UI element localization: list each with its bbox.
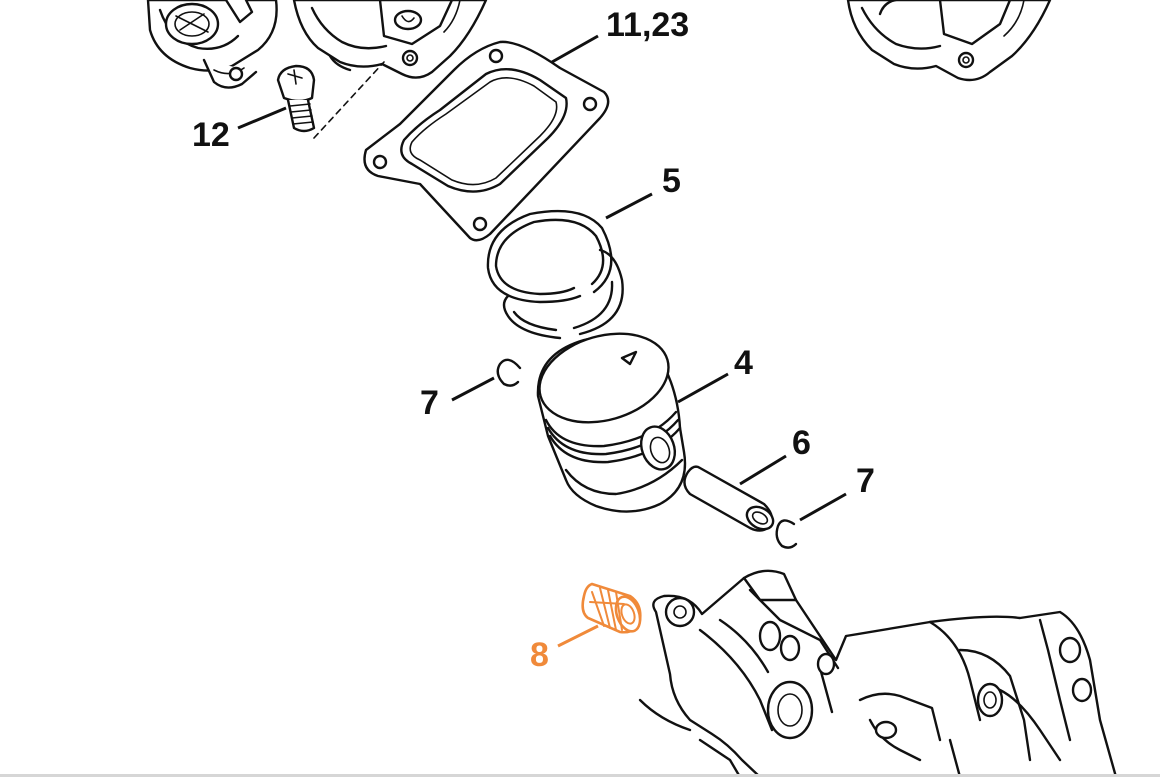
- label-piston-pin: 6: [792, 424, 811, 462]
- cylinder-fragment-right: [846, 0, 1052, 82]
- intake-assembly-fragment: [146, 0, 278, 89]
- label-piston-rings: 5: [662, 162, 681, 200]
- piston-rings: [486, 209, 624, 340]
- crankcase: [638, 569, 1118, 777]
- label-needle-cage: 8: [530, 636, 549, 674]
- cylinder-screw: [276, 61, 385, 139]
- circlip-left: [496, 358, 522, 387]
- label-circlip-left: 7: [420, 384, 439, 422]
- label-screw: 12: [192, 116, 230, 154]
- label-circlip-right: 7: [856, 462, 875, 500]
- leader-needle-cage: [557, 624, 599, 648]
- cylinder-fragment: [292, 0, 488, 79]
- leader-piston-rings: [605, 192, 653, 220]
- leader-gasket: [551, 34, 599, 64]
- piston-pin: [683, 465, 775, 532]
- needle-cage: [581, 582, 642, 634]
- leader-screw: [237, 106, 287, 130]
- cylinder-base-gasket: [363, 40, 610, 242]
- bottom-divider: [0, 774, 1160, 777]
- piston: [536, 332, 687, 513]
- label-piston: 4: [734, 344, 753, 382]
- circlip-right: [775, 519, 798, 549]
- leader-piston: [677, 372, 729, 404]
- label-gasket: 11,23: [606, 6, 689, 44]
- leader-piston-pin: [739, 454, 787, 486]
- leader-circlip-left: [451, 376, 495, 402]
- leader-circlip-right: [799, 492, 847, 522]
